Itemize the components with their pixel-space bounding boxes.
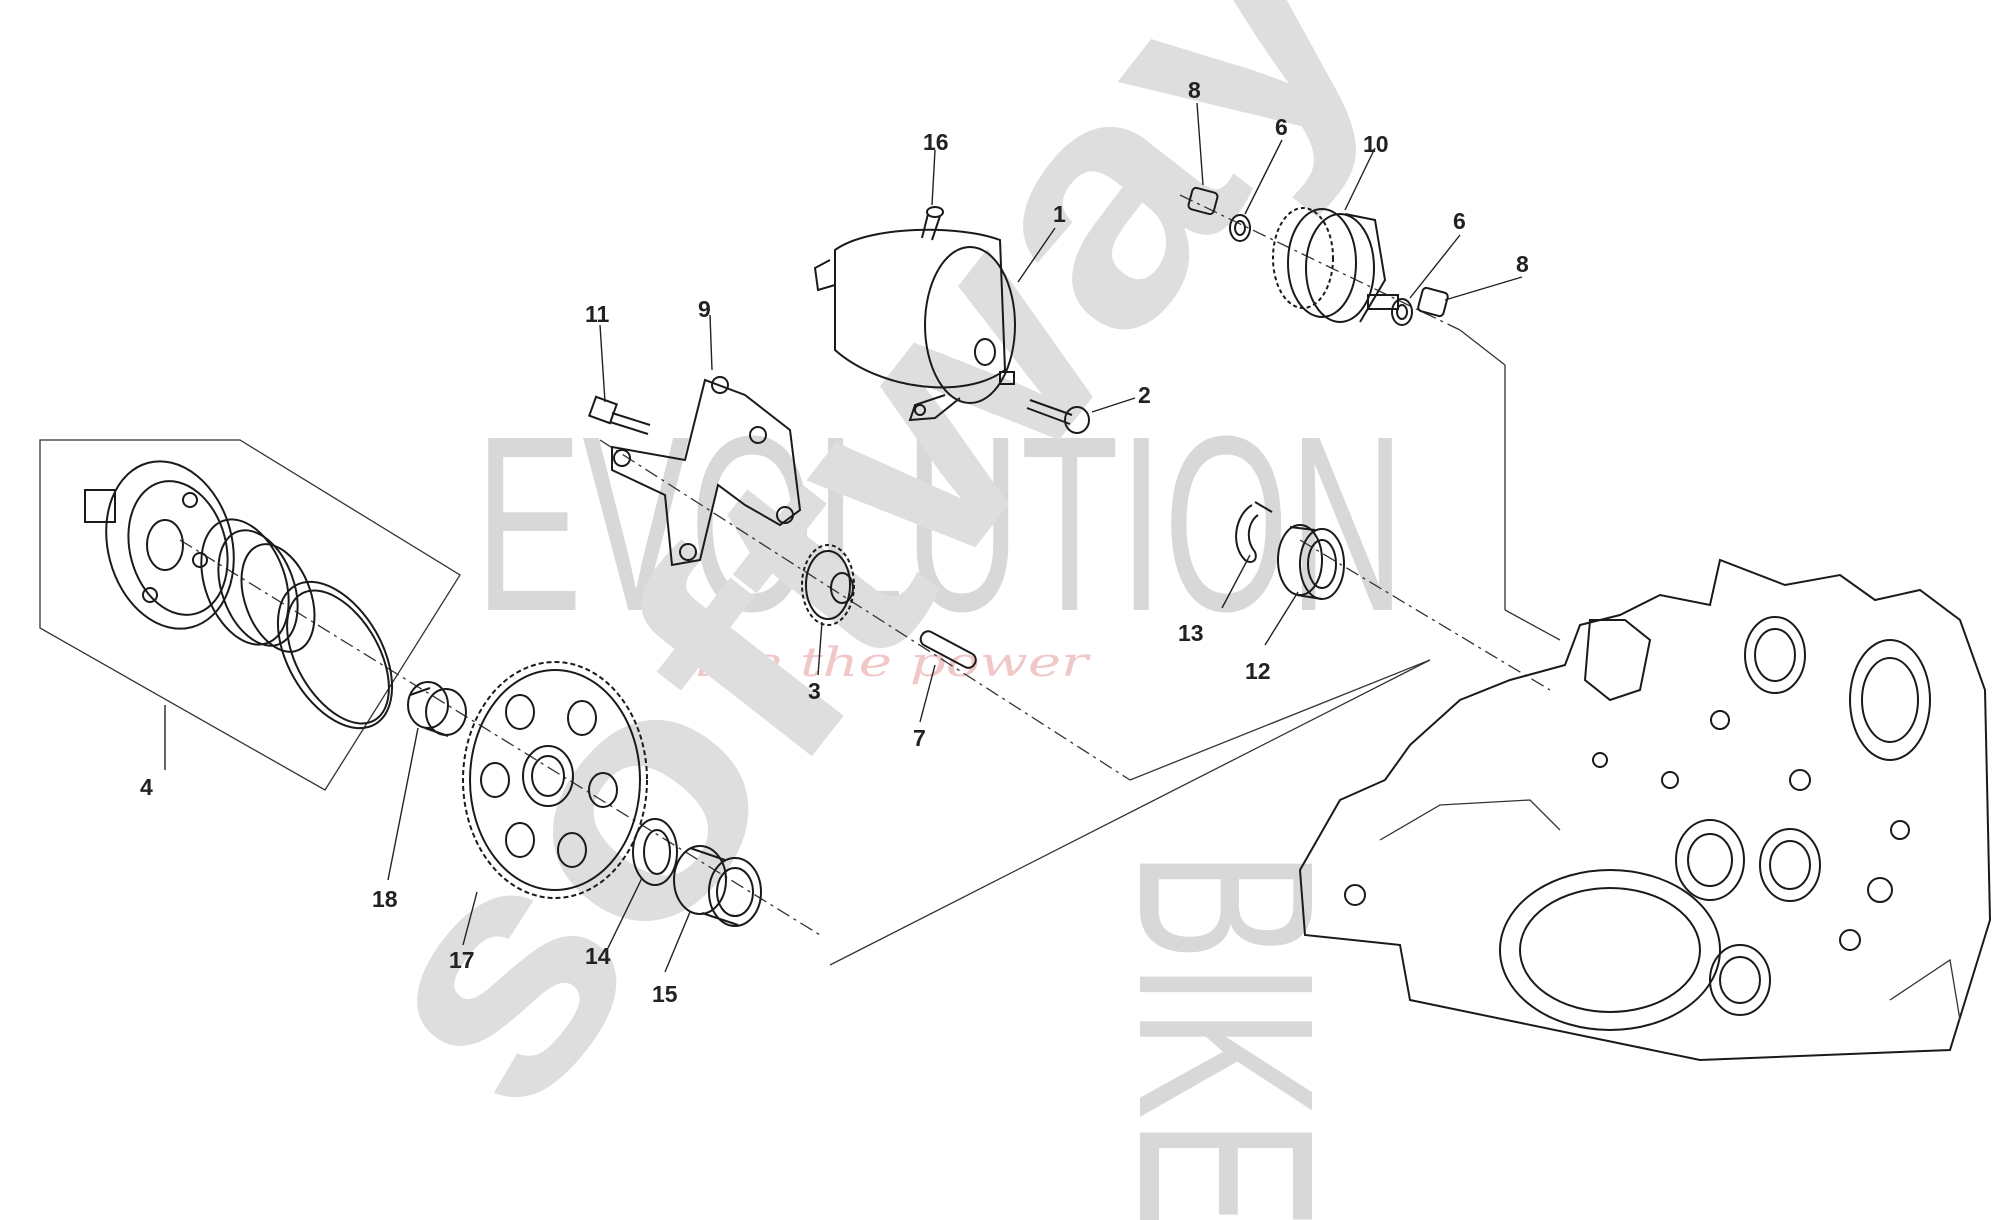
idler-gear bbox=[801, 544, 855, 626]
callout-1: 1 bbox=[1053, 201, 1066, 227]
starter-motor bbox=[813, 228, 1016, 422]
assembly-axes bbox=[179, 194, 1561, 966]
shaft-bearing bbox=[1277, 524, 1345, 600]
callout-12: 12 bbox=[1245, 658, 1271, 684]
starter-drive bbox=[1272, 207, 1399, 323]
callout-7: 7 bbox=[913, 725, 926, 751]
retaining-clip bbox=[1235, 501, 1273, 563]
bushing bbox=[673, 845, 762, 927]
callout-9: 9 bbox=[698, 296, 711, 322]
motor-washer-left bbox=[1229, 214, 1251, 242]
parts bbox=[39, 186, 1992, 1062]
motor-bushing-right bbox=[1417, 286, 1449, 318]
callout-13: 13 bbox=[1178, 620, 1204, 646]
callout-8b: 8 bbox=[1516, 251, 1529, 277]
callout-8a: 8 bbox=[1188, 77, 1201, 103]
motor-screw bbox=[921, 206, 944, 241]
starter-clutch-assembly bbox=[84, 460, 394, 730]
starter-driven-gear bbox=[462, 661, 648, 899]
callouts: 1 2 3 4 6 6 7 8 8 9 10 11 12 13 14 15 16… bbox=[140, 77, 1529, 1007]
watermark-tagline: ride the power bbox=[668, 640, 1092, 686]
watermark-brand-bottom: BIKE bbox=[1087, 850, 1366, 1220]
callout-2: 2 bbox=[1138, 382, 1151, 408]
motor-bushing-left bbox=[1187, 186, 1219, 216]
callout-10: 10 bbox=[1363, 131, 1389, 157]
crankcase bbox=[1298, 558, 1992, 1062]
callout-15: 15 bbox=[652, 981, 678, 1007]
motor-washer-right bbox=[1391, 298, 1413, 326]
watermark: EVOLUTION BIKE ride the power softway bbox=[284, 0, 1440, 1220]
needle-bearing bbox=[407, 681, 467, 737]
callout-14: 14 bbox=[585, 943, 611, 969]
motor-bolt bbox=[1026, 399, 1090, 434]
leader-lines bbox=[164, 102, 1523, 973]
bracket-bolt bbox=[587, 395, 651, 435]
mounting-bracket bbox=[611, 376, 802, 567]
callout-6b: 6 bbox=[1453, 208, 1466, 234]
callout-11: 11 bbox=[585, 301, 610, 327]
callout-16: 16 bbox=[923, 129, 949, 155]
callout-18: 18 bbox=[372, 886, 398, 912]
callout-3: 3 bbox=[808, 678, 821, 704]
thrust-washer bbox=[632, 818, 678, 886]
callout-6a: 6 bbox=[1275, 114, 1288, 140]
idler-shaft bbox=[919, 630, 977, 669]
callout-17: 17 bbox=[449, 947, 475, 973]
callout-4: 4 bbox=[140, 774, 153, 800]
